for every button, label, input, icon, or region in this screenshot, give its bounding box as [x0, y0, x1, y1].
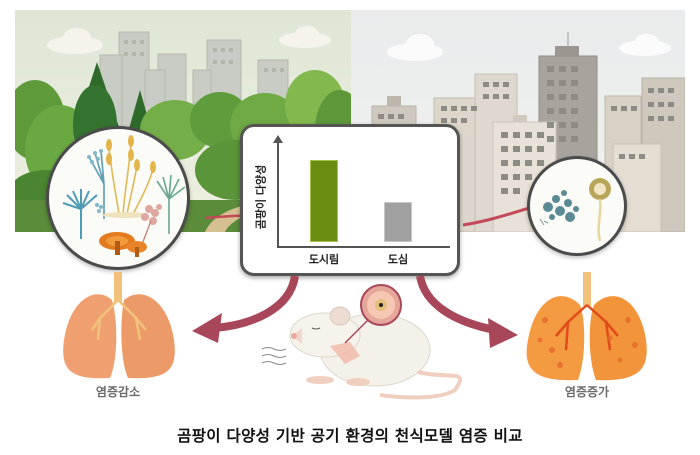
arrow-to-reduced-inflammation-icon — [192, 275, 299, 343]
outcome-illustrations — [63, 272, 647, 400]
cloud-icon — [47, 28, 103, 54]
chart-y-axis-label: 곰팡이 다양성 — [254, 164, 267, 230]
diverse-fungi-icon — [62, 135, 186, 257]
reduced-inflammation-label: 염증감소 — [95, 385, 141, 399]
asthma-model-mouse-icon — [261, 284, 462, 400]
category-label-city-center: 도심 — [387, 253, 409, 266]
building-windows — [378, 66, 674, 194]
bar-urban-forest — [310, 160, 338, 242]
arrow-to-increased-inflammation-icon — [416, 275, 518, 348]
chart-x-axis — [277, 246, 450, 248]
city-fungi-magnifier — [527, 156, 627, 256]
figure-caption: 곰팡이 다양성 기반 공기 환경의 천식모델 염증 비교 — [177, 427, 523, 445]
increased-inflammation-label: 염증증가 — [564, 385, 610, 399]
y-axis-arrow-icon — [273, 135, 283, 143]
inflamed-lungs-icon — [526, 272, 647, 381]
forest-fungi-magnifier — [46, 126, 190, 270]
bar-city-center — [384, 202, 412, 242]
chart-y-axis — [277, 141, 279, 247]
category-label-urban-forest: 도시림 — [308, 253, 340, 266]
low-diversity-fungi-icon — [539, 178, 611, 242]
fungal-diversity-chart: 곰팡이 다양성 도시림 도심 — [240, 124, 460, 276]
healthy-lungs-icon — [63, 272, 175, 379]
